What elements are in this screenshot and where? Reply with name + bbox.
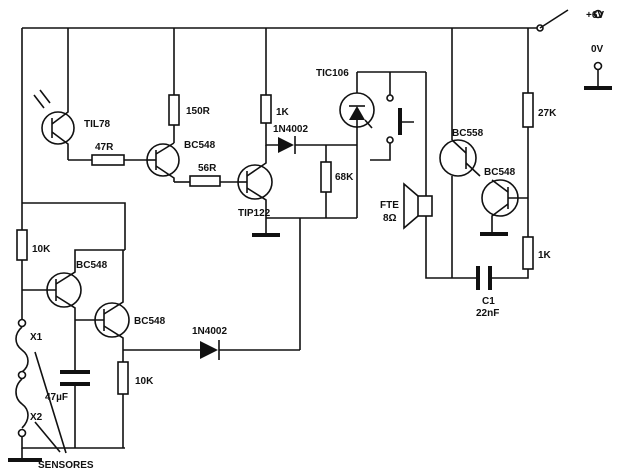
diode-1n4002-bottom <box>200 340 220 360</box>
bc548-left-label: BC548 <box>76 260 108 271</box>
resistor-68k <box>320 161 332 193</box>
capacitor-47uf <box>60 370 90 386</box>
sensor-x1-top <box>17 318 27 328</box>
til78-label: TIL78 <box>84 119 111 130</box>
speaker-imp-label: 8Ω <box>383 213 397 224</box>
sensor-x2-bottom <box>17 428 27 438</box>
tic106-scr <box>339 92 375 129</box>
bc548-right-label: BC548 <box>484 167 516 178</box>
r68k-label: 68K <box>335 172 354 183</box>
c1-label: C1 <box>482 296 495 307</box>
bottom-ground-bus <box>21 437 125 449</box>
plus-label: +6V <box>586 10 604 21</box>
speaker-icon <box>403 182 433 230</box>
tip122-label: TIP122 <box>238 208 271 219</box>
speaker-bottom-wire <box>425 216 474 279</box>
r27k-label: 27K <box>538 108 557 119</box>
sensor-branch <box>22 202 126 250</box>
r10k-bottom-label: 10K <box>135 376 154 387</box>
r150-label: 150R <box>186 106 211 117</box>
bc548-top-label: BC548 <box>184 140 216 151</box>
bc548-right-transistor <box>481 179 528 232</box>
zero-label: 0V <box>591 44 604 55</box>
sensor-x2-wire <box>15 378 29 429</box>
bc558-label: BC558 <box>452 128 484 139</box>
wire-1k-right-bottom <box>495 269 529 279</box>
diode-top-label: 1N4002 <box>273 124 308 135</box>
resistor-27k <box>522 92 534 128</box>
til78-transistor <box>33 28 75 160</box>
power-switch <box>539 9 569 29</box>
r10k-left-label: 10K <box>32 244 51 255</box>
zero-terminal <box>593 61 603 71</box>
r1k-right-label: 1K <box>538 250 552 261</box>
bc558-transistor <box>439 139 481 177</box>
capacitor-c1 <box>474 266 495 290</box>
bc548-mid-label: BC548 <box>134 316 166 327</box>
tip122-transistor <box>237 145 273 235</box>
resistor-1k-top <box>260 94 272 124</box>
resistor-150r <box>168 94 180 126</box>
sensors-label: SENSORES <box>38 460 94 471</box>
plus-terminal <box>593 9 603 19</box>
push-button <box>370 72 414 161</box>
bc548-left-transistor <box>22 249 125 320</box>
diode-bottom-label: 1N4002 <box>192 326 227 337</box>
sensor-x1-bottom <box>17 370 27 380</box>
resistor-1k-right <box>522 236 534 270</box>
tic106-label: TIC106 <box>316 68 349 79</box>
wire-1k-diode <box>265 123 278 146</box>
c47-label: 47µF <box>45 392 68 403</box>
resistor-10k-left <box>16 229 28 261</box>
r47-label: 47R <box>95 142 114 153</box>
x2-label: X2 <box>30 412 43 423</box>
sensor-x1-wire <box>15 326 29 373</box>
resistor-47r <box>91 154 125 166</box>
c1-value-label: 22nF <box>476 308 499 319</box>
sensor-pointer-lines <box>34 351 67 454</box>
resistor-10k-bottom <box>117 361 129 395</box>
r56-label: 56R <box>198 163 217 174</box>
speaker-label: FTE <box>380 200 399 211</box>
bc548-top-transistor <box>146 142 180 182</box>
bc548-mid-transistor <box>75 250 130 350</box>
resistor-56r <box>189 175 221 187</box>
diode-1n4002-top <box>278 136 296 154</box>
x1-label: X1 <box>30 332 43 343</box>
r1k-top-label: 1K <box>276 107 290 118</box>
